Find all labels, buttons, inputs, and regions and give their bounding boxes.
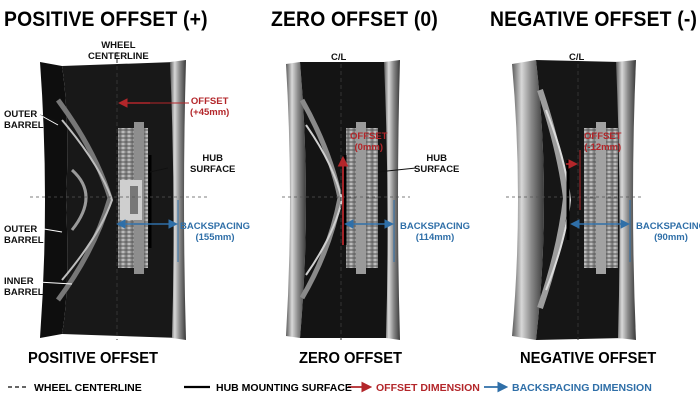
zero-offset-wheel bbox=[282, 60, 417, 340]
negative-offset-subtitle: NEGATIVE OFFSET bbox=[520, 350, 657, 367]
outer-barrel-top-label: OUTER BARREL bbox=[4, 109, 44, 131]
legend-centerline-label: WHEEL CENTERLINE bbox=[34, 382, 142, 394]
negative-offset-title: NEGATIVE OFFSET (-) bbox=[490, 8, 698, 31]
wheel-centerline-label: WHEEL CENTERLINE bbox=[88, 40, 149, 62]
legend-backspacing-label: BACKSPACING DIMENSION bbox=[512, 382, 652, 394]
negative-centerline-label: C/L bbox=[569, 52, 585, 63]
negative-offset-value-label: OFFSET (-12mm) bbox=[584, 131, 622, 153]
negative-backspacing-label: BACKSPACING (90mm) bbox=[636, 221, 700, 243]
outer-barrel-bottom-label: OUTER BARREL bbox=[4, 224, 44, 246]
zero-offset-subtitle: ZERO OFFSET bbox=[299, 350, 403, 367]
inner-barrel-label: INNER BARREL bbox=[4, 276, 44, 298]
positive-offset-wheel bbox=[30, 52, 210, 340]
legend-offset-label: OFFSET DIMENSION bbox=[376, 382, 480, 394]
legend-hub-label: HUB MOUNTING SURFACE bbox=[216, 382, 352, 394]
positive-backspacing-label: BACKSPACING (155mm) bbox=[180, 221, 251, 243]
negative-offset-wheel bbox=[506, 60, 644, 340]
zero-offset-title: ZERO OFFSET (0) bbox=[271, 8, 438, 31]
positive-offset-title: POSITIVE OFFSET (+) bbox=[4, 8, 208, 31]
zero-offset-value-label: OFFSET (0mm) bbox=[350, 131, 388, 153]
positive-offset-subtitle: POSITIVE OFFSET bbox=[28, 350, 159, 367]
zero-hub-surface-label: HUB SURFACE bbox=[414, 153, 460, 175]
zero-centerline-label: C/L bbox=[331, 52, 347, 63]
positive-hub-surface-label: HUB SURFACE bbox=[190, 153, 236, 175]
legend: WHEEL CENTERLINE HUB MOUNTING SURFACE OF… bbox=[0, 380, 700, 396]
zero-backspacing-label: BACKSPACING (114mm) bbox=[400, 221, 471, 243]
positive-offset-value-label: OFFSET (+45mm) bbox=[190, 96, 230, 118]
